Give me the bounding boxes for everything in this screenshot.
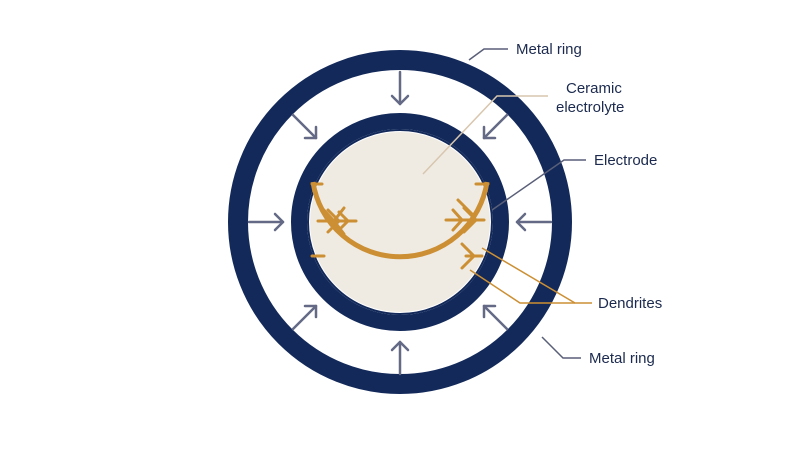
leader-dendrites-lower <box>469 269 575 304</box>
arrow-icon <box>247 70 553 376</box>
label-metal-ring-top: Metal ring <box>516 41 582 58</box>
label-ceramic-line2: electrolyte <box>556 99 624 116</box>
leader-metal-ring-bottom <box>541 336 581 359</box>
leader-metal-ring-top <box>468 48 508 61</box>
label-electrode: Electrode <box>594 152 657 169</box>
ceramic-electrolyte-disk <box>310 132 490 312</box>
outer-metal-ring <box>228 50 572 394</box>
left-dendrite-icon <box>310 182 358 258</box>
leader-lines <box>422 48 592 359</box>
inner-metal-ring <box>291 113 509 331</box>
label-metal-ring-bottom: Metal ring <box>589 350 655 367</box>
label-ceramic-line1: Ceramic <box>566 80 622 97</box>
dendrite-layer <box>310 181 490 260</box>
leader-electrode <box>491 159 586 211</box>
label-dendrites: Dendrites <box>598 295 662 312</box>
electrode-line <box>307 129 493 315</box>
leader-ceramic <box>422 95 548 175</box>
right-dendrite-icon <box>444 182 490 270</box>
